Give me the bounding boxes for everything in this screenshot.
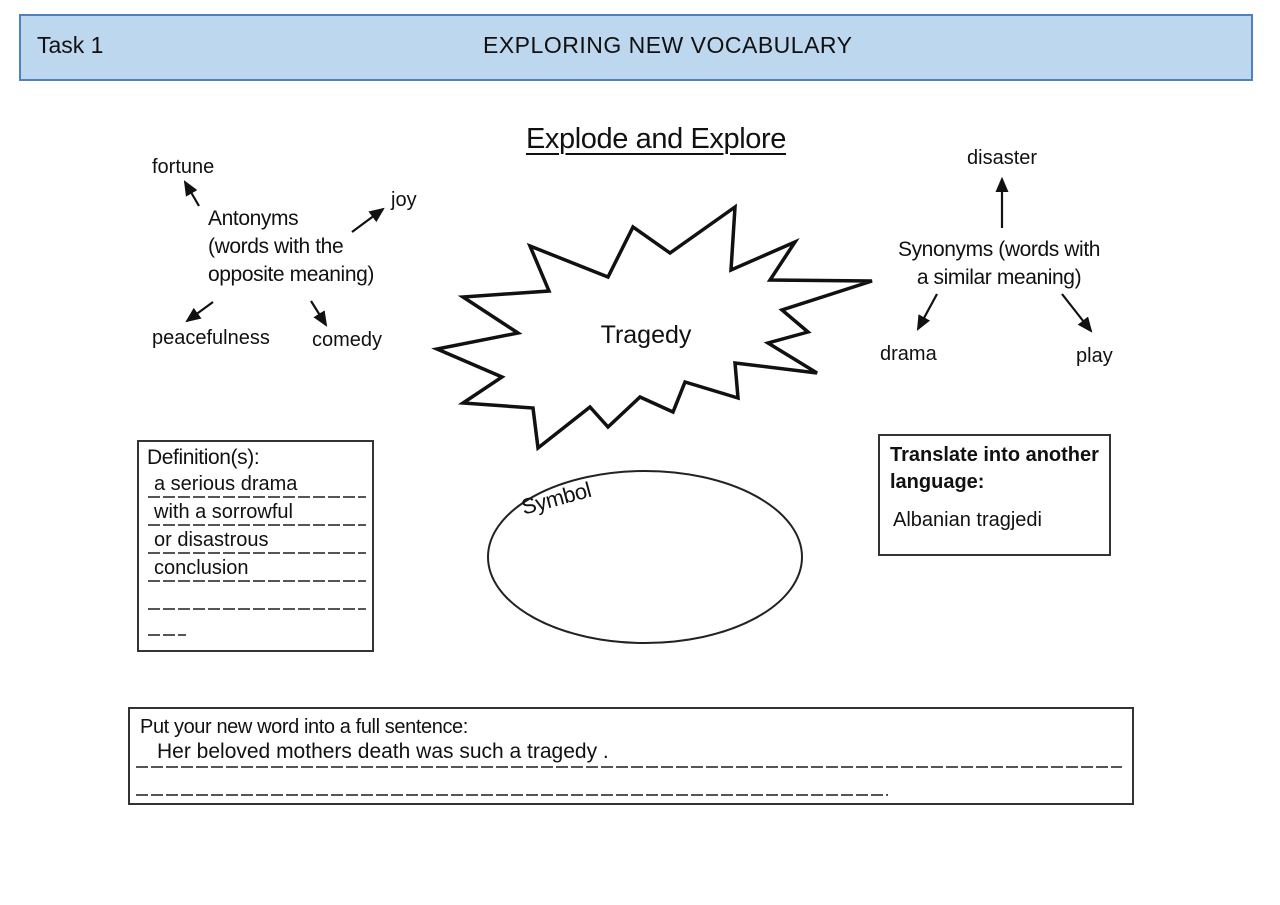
header-title: EXPLORING NEW VOCABULARY (483, 32, 853, 58)
definition-text: a serious drama (154, 473, 298, 495)
synonyms-label-line1: Synonyms (words with (897, 238, 1101, 261)
definition-blank-line (148, 584, 366, 612)
translation-value: Albanian tragjedi (893, 509, 1042, 531)
translation-label-line2: language: (890, 471, 985, 493)
center-word: Tragedy (600, 321, 692, 349)
synonym-word-play: play (1076, 345, 1113, 367)
synonym-word-disaster: disaster (967, 147, 1038, 169)
antonym-word-fortune: fortune (152, 156, 215, 178)
arrow-to-fortune (183, 180, 200, 207)
sentence-rule-line-2 (136, 794, 888, 796)
synonym-word-drama: drama (880, 343, 937, 365)
synonyms-label-line2: a similar meaning) (916, 266, 1082, 289)
definition-text: or disastrous (154, 529, 269, 551)
antonyms-label-line3: opposite meaning) (208, 263, 374, 286)
translation-label: Translate into another language: (890, 442, 1099, 496)
definition-line: or disastrous (148, 528, 366, 556)
definition-text: conclusion (154, 557, 249, 579)
sentence-box: Put your new word into a full sentence: … (128, 707, 1134, 805)
antonyms-label-line2: (words with the (208, 235, 344, 258)
synonyms-label: Synonyms (words with a similar meaning) (888, 236, 1110, 292)
arrow-to-play (1061, 293, 1093, 333)
antonym-word-joy: joy (391, 189, 417, 211)
translation-label-line1: Translate into another (890, 444, 1099, 466)
definition-line: conclusion (148, 556, 366, 584)
definition-text: with a sorrowful (154, 501, 293, 523)
arrow-to-comedy (310, 300, 328, 327)
definition-line: with a sorrowful (148, 500, 366, 528)
worksheet-title: Explode and Explore (525, 123, 787, 155)
sentence-value: Her beloved mothers death was such a tra… (157, 740, 609, 763)
task-label: Task 1 (37, 32, 104, 58)
definitions-box: Definition(s): a serious drama with a so… (137, 440, 374, 652)
symbol-label: Symbol (518, 477, 594, 520)
antonym-word-peacefulness: peacefulness (152, 327, 270, 349)
antonyms-label-line1: Antonyms (208, 207, 299, 230)
antonyms-label: Antonyms (words with the opposite meanin… (208, 205, 374, 289)
definitions-label: Definition(s): (147, 446, 260, 469)
arrow-to-peacefulness (185, 301, 214, 323)
header-bar: Task 1 EXPLORING NEW VOCABULARY (19, 14, 1253, 81)
antonym-word-comedy: comedy (312, 329, 383, 351)
definition-line: a serious drama (148, 472, 366, 500)
sentence-rule-line-1 (136, 766, 1122, 768)
translation-box: Translate into another language: Albania… (878, 434, 1111, 556)
arrow-to-drama (916, 293, 938, 331)
definition-blank-line-short (148, 612, 366, 638)
sentence-label: Put your new word into a full sentence: (140, 716, 468, 738)
